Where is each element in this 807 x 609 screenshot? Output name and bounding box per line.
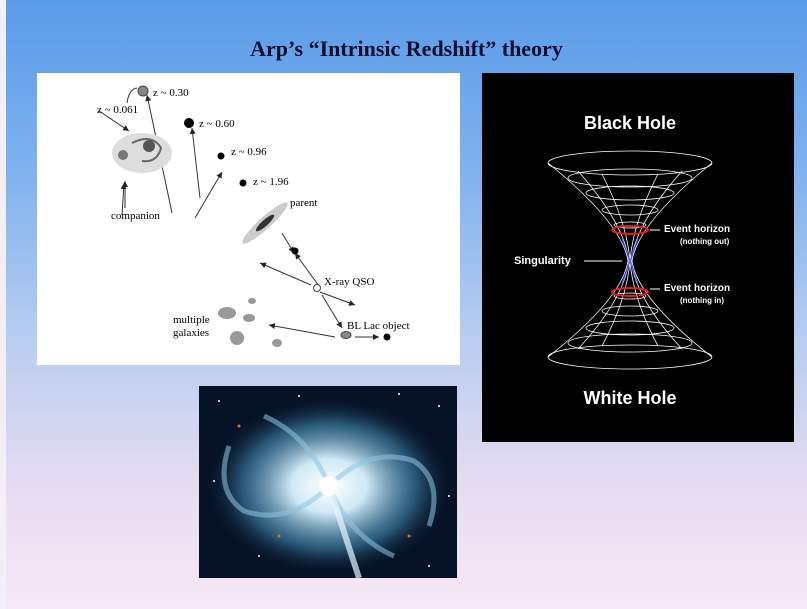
multiple-galaxies bbox=[218, 298, 282, 347]
throat bbox=[621, 237, 639, 285]
label-xray-qso: X-ray QSO bbox=[324, 276, 374, 288]
ejection-arrows bbox=[120, 94, 379, 340]
label-galaxies: galaxies bbox=[173, 327, 209, 339]
label-z0061: z ~ 0.061 bbox=[97, 104, 138, 116]
stars bbox=[213, 393, 450, 567]
quasar-z030 bbox=[137, 85, 149, 97]
quasar-near-parent bbox=[291, 247, 299, 255]
quasar-bllac bbox=[383, 333, 391, 341]
event-horizon-ring-bottom bbox=[611, 287, 649, 297]
event-horizon-ring-top bbox=[611, 225, 649, 235]
arp-diagram: z ~ 0.30 z ~ 0.061 z ~ 0.60 z ~ 0.96 z ~… bbox=[37, 73, 460, 365]
xray-qso-dot bbox=[313, 284, 321, 292]
slide: Arp’s “Intrinsic Redshift” theory bbox=[6, 0, 807, 609]
label-z096: z ~ 0.96 bbox=[231, 146, 267, 158]
event-horizon-top-note: (nothing out) bbox=[680, 237, 730, 246]
quasar-z196 bbox=[239, 179, 247, 187]
label-bllac: BL Lac object bbox=[347, 320, 410, 332]
white-hole-title: White Hole bbox=[584, 388, 677, 408]
label-companion: companion bbox=[111, 210, 160, 222]
black-hole-title: Black Hole bbox=[584, 113, 676, 133]
quasar-z096 bbox=[217, 152, 225, 160]
curved-arrow bbox=[126, 87, 138, 104]
event-horizon-bottom-note: (nothing in) bbox=[680, 296, 724, 305]
label-z030: z ~ 0.30 bbox=[153, 87, 189, 99]
galaxy-core bbox=[319, 476, 339, 496]
label-z196: z ~ 1.96 bbox=[253, 176, 289, 188]
label-multiple: multiple bbox=[173, 314, 210, 326]
event-horizon-top-label: Event horizon bbox=[664, 224, 730, 235]
label-z060: z ~ 0.60 bbox=[199, 118, 235, 130]
black-hole-figure: Black Hole White Hole Singularity Event … bbox=[482, 73, 794, 442]
bllac-dot bbox=[340, 331, 352, 339]
singularity-label: Singularity bbox=[514, 255, 572, 267]
quasar-z060 bbox=[184, 118, 194, 128]
label-parent: parent bbox=[290, 197, 317, 209]
slide-title: Arp’s “Intrinsic Redshift” theory bbox=[250, 36, 563, 61]
galaxy-image bbox=[199, 386, 457, 578]
red-stars bbox=[237, 424, 411, 538]
event-horizon-bottom-label: Event horizon bbox=[664, 283, 730, 294]
companion-galaxy bbox=[112, 133, 172, 173]
